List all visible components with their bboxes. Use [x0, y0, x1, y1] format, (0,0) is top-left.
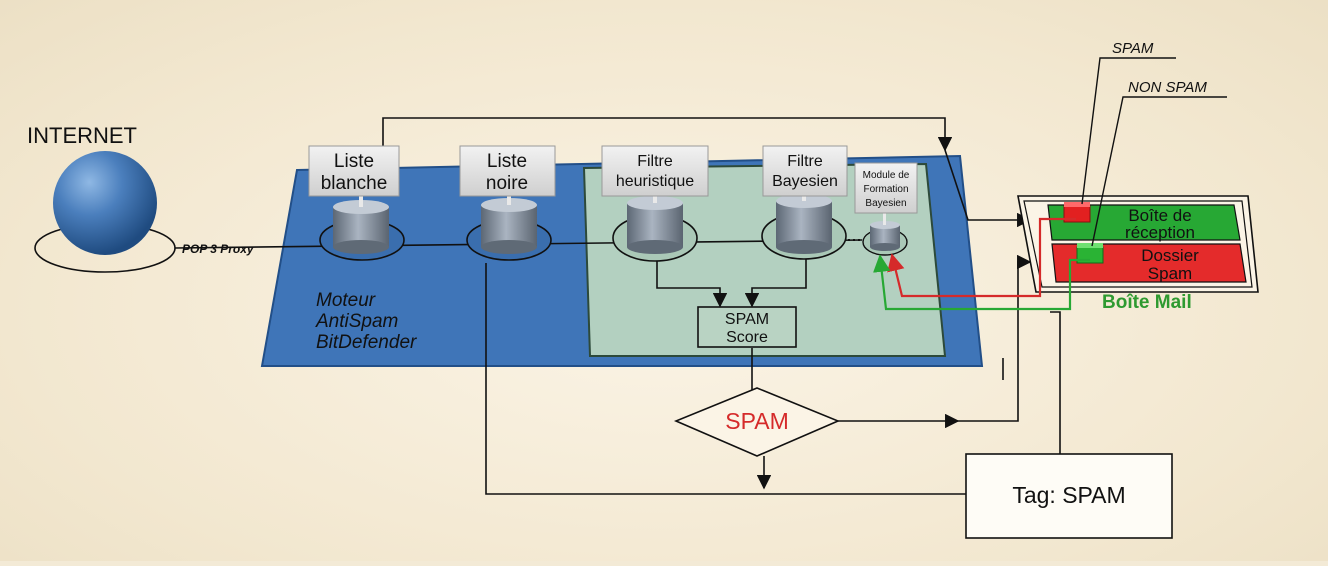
spam-legend-leader — [1081, 57, 1176, 205]
internet-globe — [53, 151, 157, 255]
whitelist-sign-line2: blanche — [321, 173, 388, 194]
whitelist-sign: Liste blanche — [308, 145, 400, 197]
inbox-line2: réception — [1125, 223, 1195, 242]
blacklist-to-tag-path — [485, 263, 982, 502]
engine-label-line1: Moteur — [316, 290, 376, 311]
spam-score-line2: Score — [726, 329, 768, 346]
training-cylinder — [870, 210, 900, 251]
bayesian-sign-line2: Bayesien — [772, 173, 838, 190]
spam-decision-diamond — [673, 387, 841, 457]
proxy-label: POP 3 Proxy — [182, 242, 255, 256]
heuristic-cylinder — [627, 190, 683, 254]
mailbox-title: Boîte Mail — [1102, 292, 1192, 313]
whitelist-bypass-line — [382, 117, 953, 168]
spam-score-line1: SPAM — [725, 311, 769, 328]
spam-score-box — [697, 306, 797, 348]
heuristic-sign-line1: Filtre — [637, 153, 673, 170]
tag-spam-box — [965, 453, 1173, 539]
internet-label: INTERNET — [27, 123, 137, 148]
inbox-line1: Boîte de — [1128, 206, 1191, 225]
whitelist-cylinder — [333, 192, 389, 254]
inbox-folder — [1047, 204, 1241, 241]
training-sign: Module de Formation Bayesien — [854, 162, 918, 214]
whitelist-sign-line1: Liste — [334, 151, 374, 172]
bayesian-to-score — [744, 259, 807, 308]
engine-label-line3: BitDefender — [316, 332, 417, 353]
blacklist-sign-line1: Liste — [487, 151, 527, 172]
blacklist-sign-line2: noire — [486, 173, 528, 194]
spam-folder-line2: Spam — [1148, 264, 1192, 283]
blacklist-sign: Liste noire — [459, 145, 556, 197]
blacklist-cylinder — [481, 192, 537, 254]
training-sign-line3: Bayesien — [865, 198, 906, 209]
heuristic-sign-line2: heuristique — [616, 173, 694, 190]
tag-spam-label: Tag: SPAM — [1012, 482, 1125, 508]
training-sign-line1: Module de — [863, 170, 910, 181]
bayesian-cylinder — [776, 190, 832, 254]
nonspam-feedback-green — [873, 254, 1090, 311]
nonspam-legend-leader — [1091, 96, 1227, 247]
nonspam-legend-label: NON SPAM — [1128, 79, 1207, 96]
spam-decision-label: SPAM — [725, 408, 788, 434]
bayesian-sign: Filtre Bayesien — [762, 145, 848, 197]
decision-to-spam-up — [958, 254, 1032, 422]
engine-label-line2: AntiSpam — [315, 311, 398, 332]
bayesian-sign-line1: Filtre — [787, 153, 823, 170]
mailbox-inner-frame — [1023, 200, 1253, 288]
training-sign-line2: Formation — [863, 184, 908, 195]
spam-legend-label: SPAM — [1112, 40, 1154, 57]
spam-folder-line1: Dossier — [1141, 246, 1199, 265]
spam-feedback-red — [887, 217, 1076, 298]
heuristic-sign: Filtre heuristique — [601, 145, 709, 197]
heuristic-to-score — [656, 261, 728, 308]
tag-to-mailbox-line — [1050, 311, 1061, 454]
bypass-to-inbox-line — [944, 149, 1032, 228]
